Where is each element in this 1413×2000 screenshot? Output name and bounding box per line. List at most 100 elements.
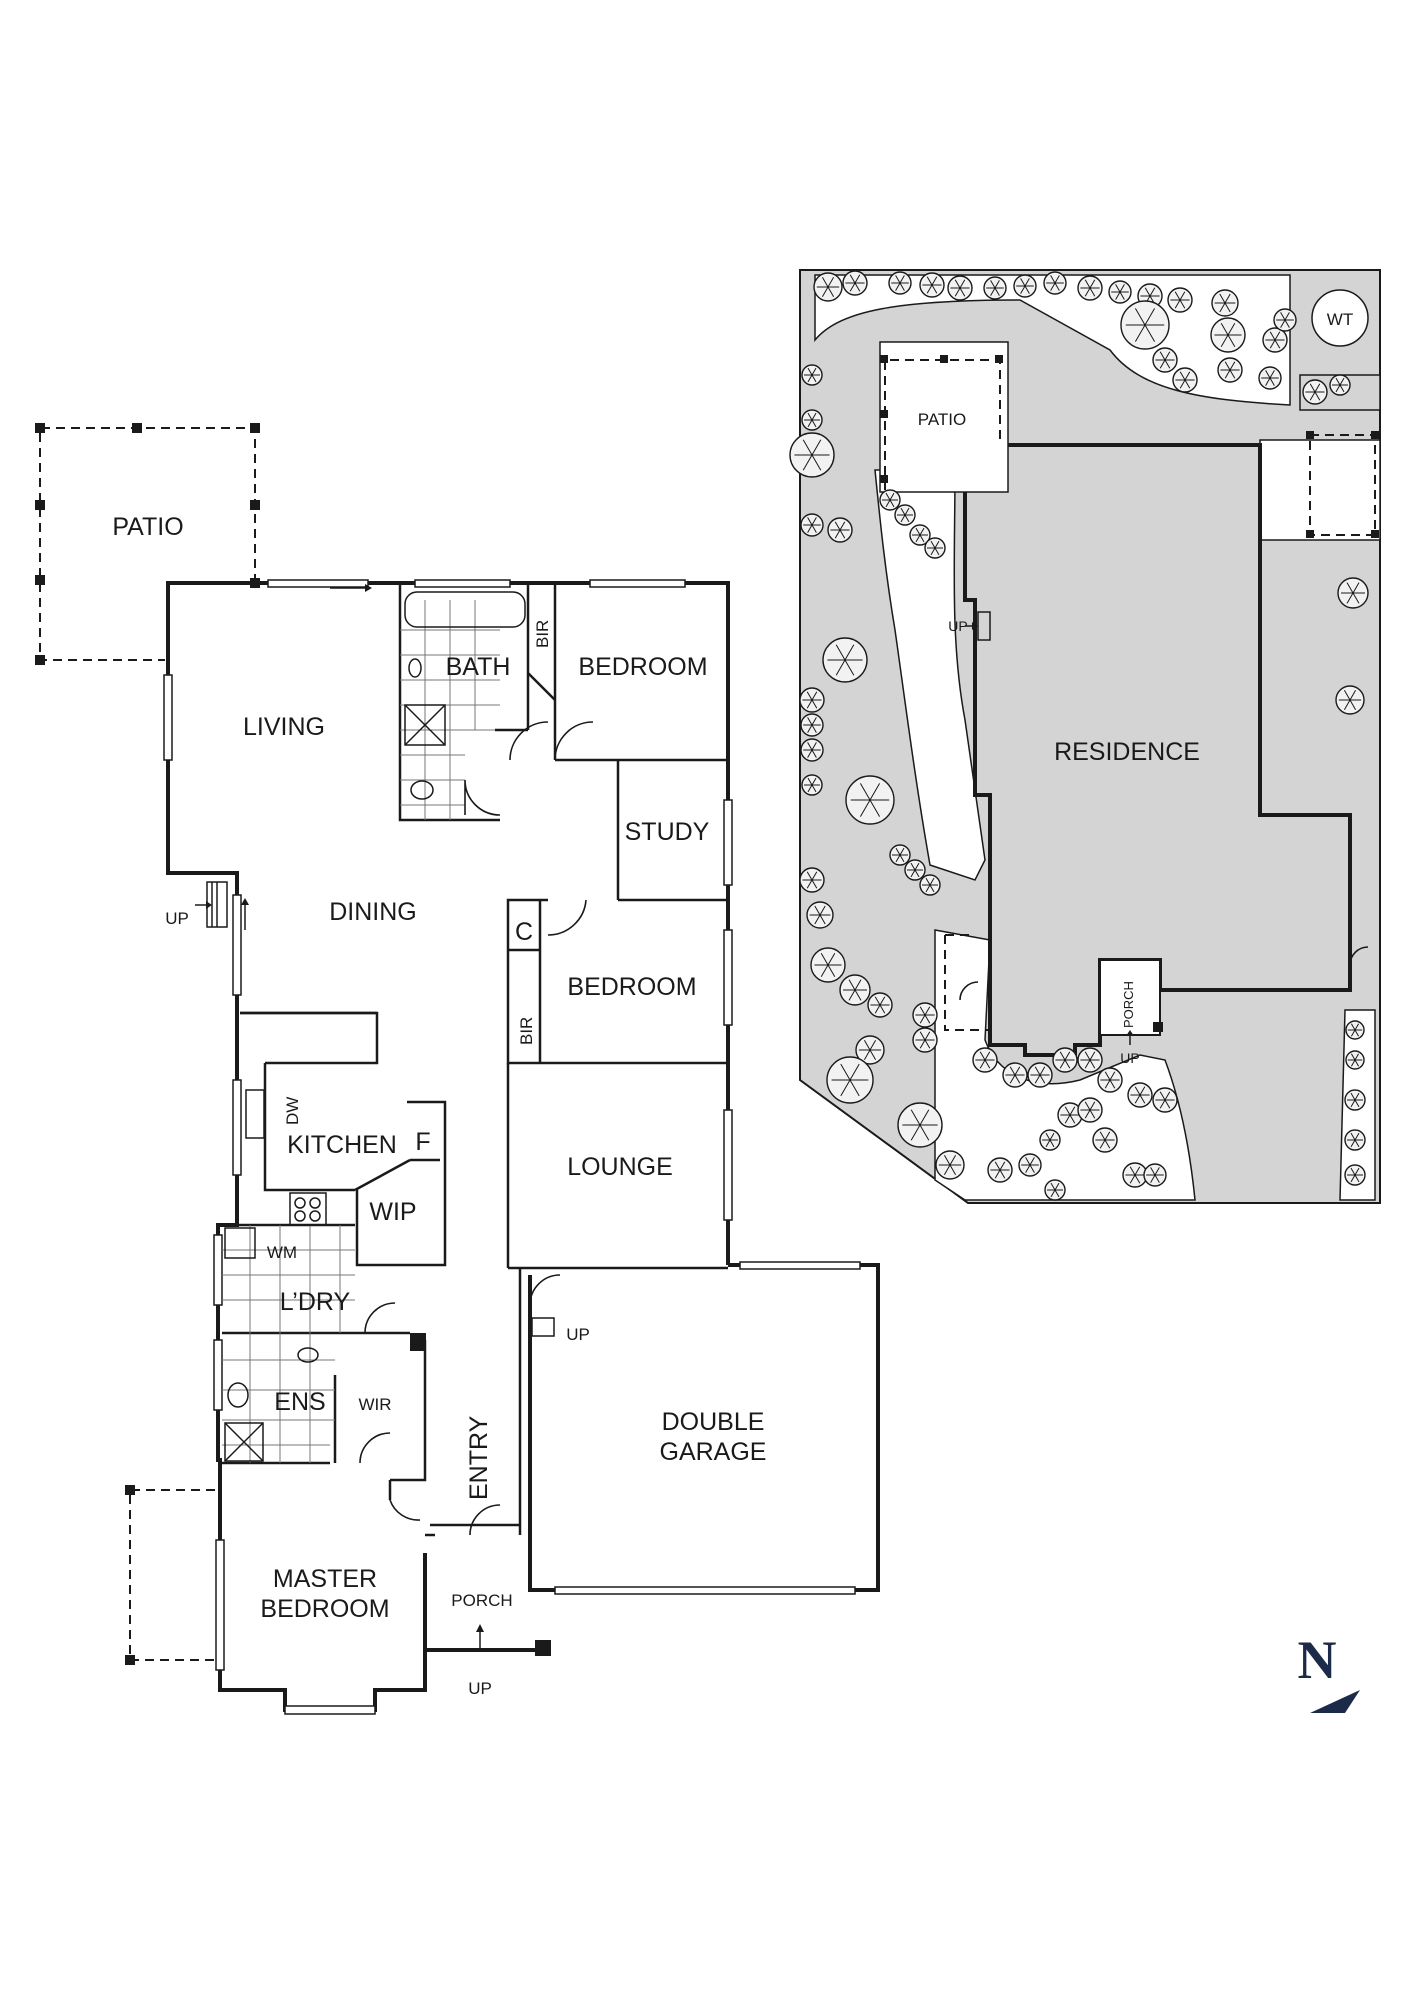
ens-label: ENS bbox=[274, 1388, 325, 1416]
tree-detail bbox=[922, 276, 942, 294]
tree-detail bbox=[809, 905, 831, 925]
wir-label: WIR bbox=[358, 1395, 391, 1414]
tree-detail bbox=[907, 862, 923, 878]
site-patio-label: PATIO bbox=[918, 410, 967, 429]
tree-detail bbox=[1046, 275, 1064, 291]
tree-detail bbox=[950, 279, 970, 297]
patio-outline bbox=[35, 423, 260, 665]
tree-detail bbox=[794, 439, 830, 471]
tree-detail bbox=[1080, 1051, 1100, 1069]
tiled-areas bbox=[222, 591, 526, 1463]
bir-middle-label: BIR bbox=[517, 1017, 536, 1045]
tree-detail bbox=[927, 540, 943, 556]
tree-detail bbox=[1220, 361, 1240, 379]
site-porch-label: PORCH bbox=[1121, 981, 1136, 1028]
tree-detail bbox=[1338, 690, 1362, 710]
tree-detail bbox=[938, 1155, 962, 1175]
entry-label: ENTRY bbox=[465, 1415, 493, 1500]
tree-detail bbox=[870, 996, 890, 1014]
tree-detail bbox=[1276, 312, 1294, 328]
tree-detail bbox=[915, 1006, 935, 1024]
house-walls bbox=[166, 581, 880, 1712]
lounge-label: LOUNGE bbox=[567, 1153, 673, 1181]
tree-detail bbox=[1347, 1053, 1363, 1067]
tree-detail bbox=[814, 952, 842, 978]
tree-detail bbox=[897, 507, 913, 523]
tree-detail bbox=[830, 521, 850, 539]
tree-detail bbox=[1347, 1132, 1363, 1148]
tree-detail bbox=[1125, 308, 1165, 342]
tree-detail bbox=[845, 274, 865, 292]
bir-upper-label: BIR bbox=[533, 620, 552, 648]
tree-detail bbox=[1261, 370, 1279, 386]
tree-detail bbox=[1125, 1166, 1145, 1184]
master-bedroom-label-line2: BEDROOM bbox=[260, 1595, 389, 1623]
bedroom-middle-label: BEDROOM bbox=[567, 973, 696, 1001]
windows bbox=[163, 579, 861, 1715]
tree-detail bbox=[1130, 1086, 1150, 1104]
tree-detail bbox=[1047, 1182, 1063, 1198]
wm-label: WM bbox=[267, 1243, 297, 1262]
tree-detail bbox=[1042, 1132, 1058, 1148]
tree-detail bbox=[1060, 1106, 1080, 1124]
tree-detail bbox=[1175, 371, 1195, 389]
tree-detail bbox=[1214, 322, 1242, 348]
tree-detail bbox=[850, 783, 890, 817]
site-plan: WT PATIO RESIDENCE PORCH UP UP bbox=[789, 269, 1381, 1204]
site-side-up-label: UP bbox=[948, 618, 967, 634]
tree-detail bbox=[816, 277, 840, 297]
c-label: C bbox=[515, 918, 533, 946]
tree-detail bbox=[803, 717, 821, 733]
living-label: LIVING bbox=[243, 713, 325, 741]
wt-label: WT bbox=[1327, 310, 1353, 329]
patio-label: PATIO bbox=[112, 513, 183, 541]
tree-detail bbox=[1021, 1157, 1039, 1173]
tree-detail bbox=[1140, 287, 1160, 305]
tree-detail bbox=[1347, 1023, 1363, 1037]
f-label: F bbox=[415, 1128, 430, 1156]
bedroom-upper-label: BEDROOM bbox=[578, 653, 707, 681]
tree-detail bbox=[902, 1109, 938, 1141]
tree-detail bbox=[1332, 377, 1348, 393]
tree-detail bbox=[1080, 279, 1100, 297]
tree-detail bbox=[892, 847, 908, 863]
garage-step-up-label: UP bbox=[566, 1325, 590, 1344]
tree-detail bbox=[882, 492, 898, 508]
tree-detail bbox=[1146, 1167, 1164, 1183]
site-patio bbox=[879, 341, 1009, 493]
bath-label: BATH bbox=[446, 653, 511, 681]
tree-detail bbox=[804, 367, 820, 383]
residence-label: RESIDENCE bbox=[1054, 738, 1200, 766]
wip-label: WIP bbox=[369, 1198, 416, 1226]
tree-detail bbox=[1080, 1101, 1100, 1119]
floor-plan: PATIO LIVING BATH BIR BEDROOM STUDY DINI… bbox=[35, 423, 880, 1715]
garage-label-line1: DOUBLE bbox=[662, 1408, 765, 1436]
dining-label: DINING bbox=[329, 898, 417, 926]
north-arrow-icon bbox=[1310, 1690, 1360, 1713]
laundry-label: L’DRY bbox=[280, 1288, 351, 1316]
tree-detail bbox=[1155, 351, 1175, 369]
tree-detail bbox=[1170, 291, 1190, 309]
tree-detail bbox=[1030, 1066, 1050, 1084]
residence-footprint bbox=[963, 443, 1352, 1057]
tree-detail bbox=[1347, 1092, 1363, 1108]
tree-detail bbox=[843, 979, 867, 1001]
living-step-up-label: UP bbox=[165, 909, 189, 928]
tree-detail bbox=[831, 1063, 869, 1097]
garage-label-line2: GARAGE bbox=[660, 1438, 767, 1466]
master-pergola bbox=[125, 1485, 215, 1665]
kitchen-label: KITCHEN bbox=[287, 1131, 397, 1159]
tree-detail bbox=[803, 517, 821, 533]
master-bedroom-label-line1: MASTER bbox=[273, 1565, 377, 1593]
tree-detail bbox=[827, 644, 863, 676]
tree-detail bbox=[1055, 1051, 1075, 1069]
tree-detail bbox=[986, 280, 1004, 296]
tree-detail bbox=[804, 777, 820, 793]
tree-detail bbox=[975, 1051, 995, 1069]
tree-detail bbox=[858, 1040, 882, 1060]
tree-detail bbox=[915, 1031, 935, 1049]
tree-detail bbox=[990, 1161, 1010, 1179]
porch-step-up-label: UP bbox=[468, 1679, 492, 1698]
north-letter: N bbox=[1298, 1630, 1337, 1690]
tree-detail bbox=[802, 871, 822, 889]
